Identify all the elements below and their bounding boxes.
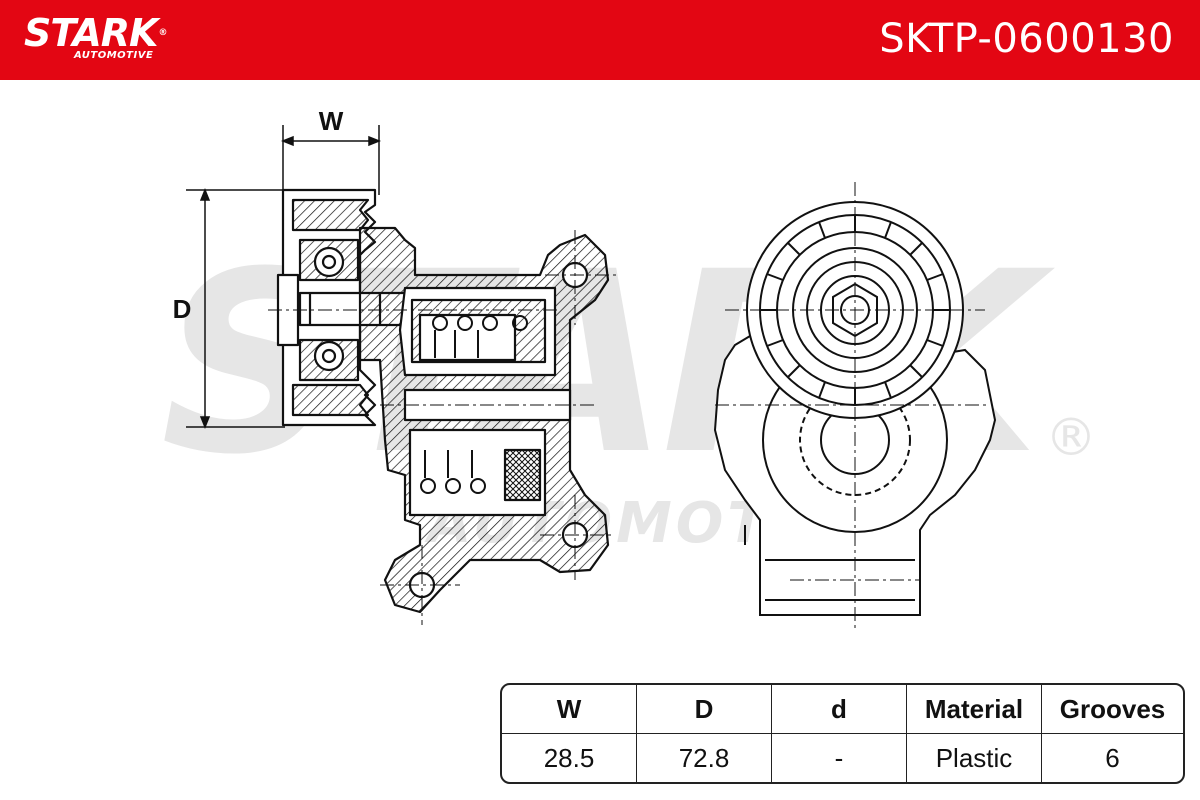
spec-value-material: Plastic: [907, 734, 1042, 782]
spec-header-grooves: Grooves: [1042, 685, 1183, 734]
spec-value-d: 72.8: [637, 734, 772, 782]
spec-value-w: 28.5: [502, 734, 637, 782]
spec-value-grooves: 6: [1105, 742, 1120, 773]
watermark-registered-mark: ®: [1045, 408, 1096, 468]
technical-drawing: W D: [173, 106, 997, 632]
spec-header-small-d: d: [772, 685, 907, 734]
spec-table-value-row: 28.5 72.8 - Plastic 6: [502, 734, 1183, 782]
brand-name: STARK: [24, 11, 158, 55]
part-number: SKTP-0600130: [879, 16, 1174, 62]
spec-header-w: W: [502, 685, 637, 734]
spec-header-material: Material: [907, 685, 1042, 734]
brand-registered-mark: ®: [158, 28, 167, 38]
brand-subtitle: AUTOMOTIVE: [74, 50, 154, 61]
brand-logo: STARK® AUTOMOTIVE: [24, 11, 167, 61]
header-bar: STARK® AUTOMOTIVE SKTP-0600130: [0, 0, 1200, 80]
dimension-d: [186, 187, 285, 430]
spec-table: W D d Material Grooves 28.5 72.8 - Plast…: [500, 683, 1185, 784]
spec-table-header-row: W D d Material Grooves: [502, 685, 1183, 734]
section-view: [276, 188, 610, 614]
section-centerlines: [268, 230, 620, 625]
front-centerlines: [715, 182, 990, 632]
dimension-d-label: D: [173, 294, 192, 324]
spec-header-d: D: [637, 685, 772, 734]
spec-value-small-d: -: [772, 734, 907, 782]
dimension-w: [280, 125, 382, 195]
dimension-w-label: W: [319, 106, 344, 136]
